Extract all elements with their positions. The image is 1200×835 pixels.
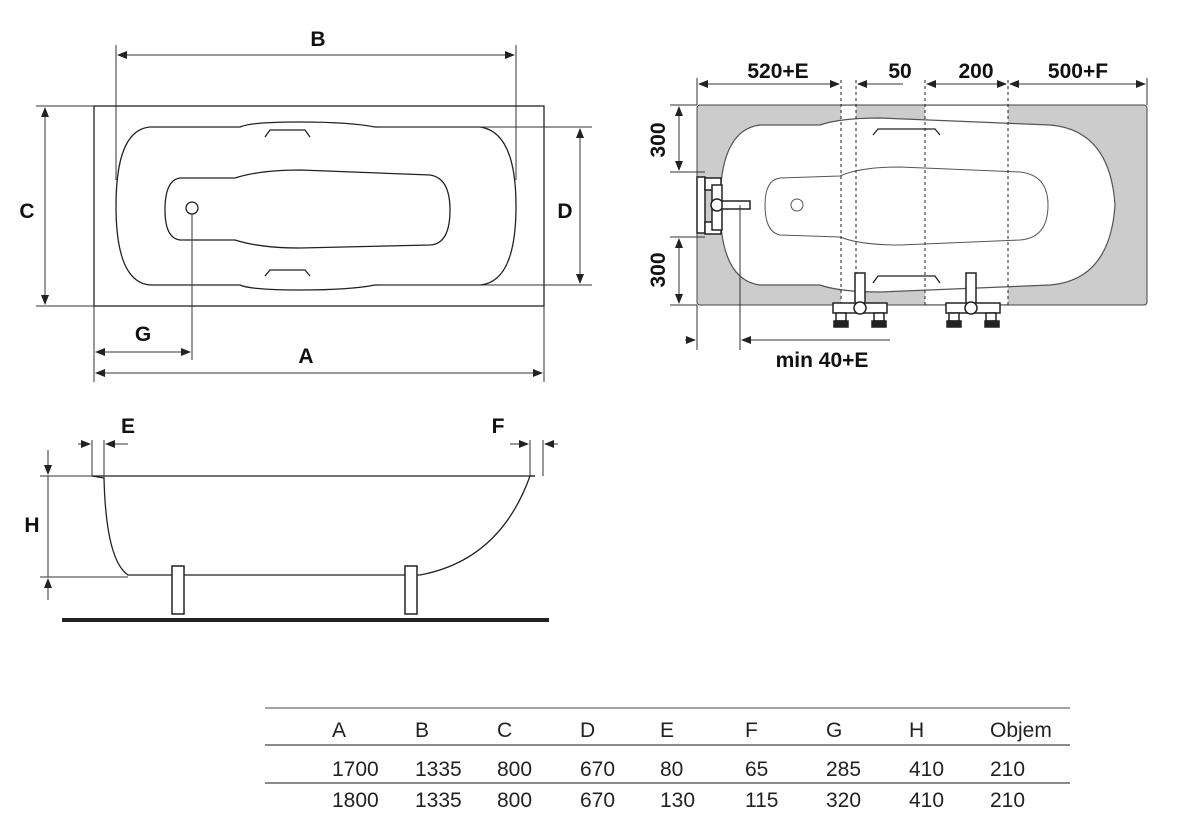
- table-header: B: [415, 719, 429, 742]
- table-cell: 800: [497, 789, 532, 812]
- dimensions-table: A B C D E F G H Objem 1700 1335 800 670 80 65 285 410 210…: [265, 707, 1070, 812]
- label-50: 50: [888, 60, 911, 83]
- label-300-top: 300: [647, 122, 670, 157]
- table-cell: 410: [909, 789, 944, 812]
- handle-top: [872, 128, 941, 136]
- table-cell: 1800: [332, 789, 379, 812]
- handle-top: [264, 129, 311, 138]
- floor-line: [62, 618, 549, 622]
- leg: [404, 565, 418, 615]
- table-cell: 210: [990, 758, 1025, 781]
- table-cell: 410: [909, 758, 944, 781]
- table-cell: 1700: [332, 758, 379, 781]
- label-520-e: 520+E: [747, 60, 808, 83]
- table-header: Objem: [990, 719, 1052, 742]
- side-view: E F H: [24, 415, 558, 622]
- label-200: 200: [958, 60, 993, 83]
- label-min-40-e: min 40+E: [776, 349, 869, 372]
- table-header: C: [497, 719, 512, 742]
- label-f: F: [492, 415, 505, 438]
- table-cell: 285: [826, 758, 861, 781]
- label-c: C: [19, 200, 34, 223]
- label-h: H: [24, 514, 39, 537]
- leg: [171, 565, 185, 615]
- table-header: D: [580, 719, 595, 742]
- handle-bottom: [872, 275, 941, 284]
- drain-icon: [185, 201, 199, 215]
- table-cell: 80: [660, 758, 683, 781]
- table-cell: 115: [745, 789, 778, 812]
- tub-outline: [93, 105, 545, 307]
- top-view: B C D G A: [19, 28, 592, 382]
- basin-floor: [164, 169, 451, 249]
- table-cell: 65: [745, 758, 768, 781]
- label-500-f: 500+F: [1048, 60, 1108, 83]
- label-d: D: [557, 200, 572, 223]
- table-header: H: [909, 719, 924, 742]
- tub-profile: [91, 475, 535, 576]
- table-cell: 670: [580, 789, 615, 812]
- label-300-bottom: 300: [647, 252, 670, 287]
- table-header: G: [826, 719, 842, 742]
- table-cell: 800: [497, 758, 532, 781]
- drain-icon: [790, 198, 804, 212]
- deck-mixer-icon: [832, 272, 888, 328]
- basin-rim: [115, 121, 517, 291]
- table-cell: 130: [660, 789, 695, 812]
- label-b: B: [310, 28, 325, 51]
- installation-view: 520+E 50 200 500+F 300 300 min 40+E: [647, 60, 1148, 372]
- basin-floor: [764, 166, 1049, 246]
- table-header: A: [332, 719, 346, 742]
- table-cell: 670: [580, 758, 615, 781]
- wall-mixer-icon: [696, 176, 751, 235]
- label-e: E: [121, 415, 135, 438]
- table-cell: 1335: [415, 789, 462, 812]
- table-cell: 1335: [415, 758, 462, 781]
- label-a: A: [298, 345, 313, 368]
- label-g: G: [135, 323, 151, 346]
- table-header: E: [660, 719, 674, 742]
- table-header: F: [745, 719, 758, 742]
- handle-bottom: [264, 269, 311, 277]
- table-cell: 210: [990, 789, 1025, 812]
- table-cell: 320: [826, 789, 861, 812]
- deck-mixer-icon: [945, 272, 1001, 328]
